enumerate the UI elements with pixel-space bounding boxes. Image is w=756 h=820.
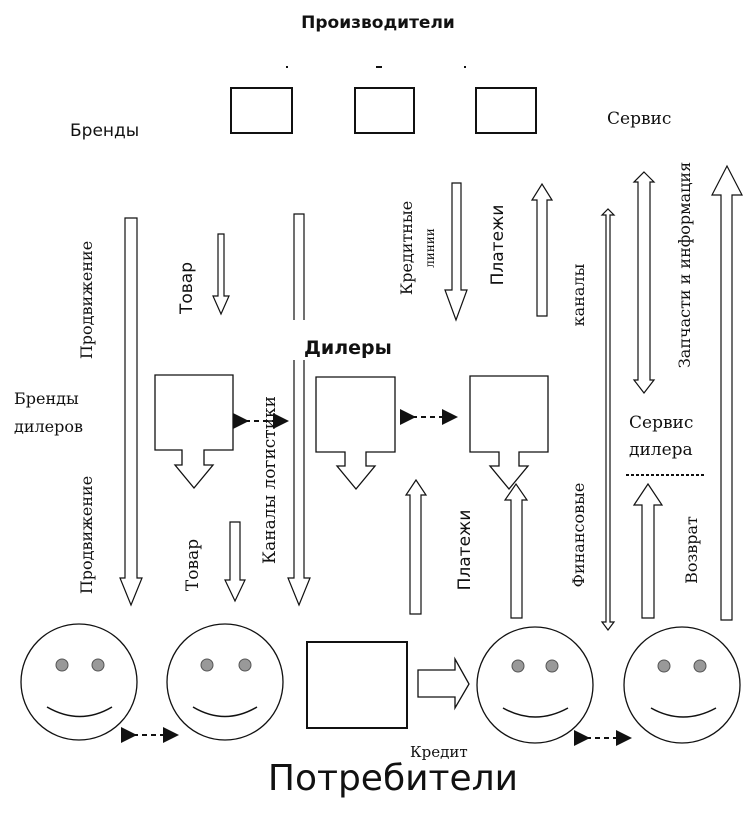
spare-parts-info-label: Запчасти и информация — [675, 162, 694, 368]
logistics-channels-label: Каналы логистики — [260, 396, 280, 564]
spare-parts-arrow — [632, 171, 656, 394]
payments-arrow-bottom-2 — [503, 482, 529, 619]
consumer-face-2 — [166, 623, 284, 741]
financial-channels-bottom-label: Финансовые — [569, 483, 588, 588]
dealers-label: Дилеры — [304, 337, 392, 359]
producer-box-3 — [475, 87, 537, 134]
payments-arrow-bottom-1 — [404, 478, 428, 615]
payments-bottom-label: Платежи — [455, 510, 475, 591]
credit-lines-arrow — [444, 182, 468, 322]
tick-mark — [286, 66, 288, 68]
dealer-brands-label-2: дилеров — [14, 417, 83, 436]
goods-top-label: Товар — [177, 262, 197, 315]
tick-mark — [464, 66, 466, 68]
promotion-bottom-label: Продвижение — [77, 476, 96, 594]
producer-box-2 — [354, 87, 415, 134]
credit-label: Кредит — [410, 743, 468, 761]
goods-arrow-bottom — [224, 521, 246, 603]
dealer-brands-label-1: Бренды — [14, 389, 79, 408]
credit-lines-label-1: Кредитные — [397, 201, 416, 295]
dealer-service-label-1: Сервис — [629, 413, 693, 433]
producer-box-1 — [230, 87, 293, 134]
goods-arrow-top — [212, 233, 230, 316]
return-arrow — [632, 482, 664, 619]
dealer-service-label-2: дилера — [629, 440, 693, 460]
tick-mark — [376, 66, 382, 68]
consumer-face-4 — [623, 626, 741, 744]
diagram-title: Производители — [301, 13, 455, 33]
financial-channels-top-label: каналы — [569, 263, 588, 326]
credit-box — [306, 641, 408, 729]
credit-lines-label-2: линии — [423, 228, 437, 268]
payments-top-label: Платежи — [488, 205, 508, 286]
logistics-gap — [282, 320, 312, 360]
promotion-top-label: Продвижение — [77, 241, 96, 359]
return-label: Возврат — [682, 516, 701, 584]
logistics-arrow — [287, 213, 311, 607]
dealer-box-2 — [315, 376, 396, 491]
brands-label: Бренды — [70, 121, 139, 141]
dealer-box-3 — [469, 375, 549, 491]
service-label: Сервис — [607, 109, 671, 129]
promotion-arrow — [119, 217, 143, 607]
consumer-face-3 — [476, 626, 594, 744]
payments-arrow-top — [530, 182, 554, 317]
consumers-label: Потребители — [268, 758, 518, 799]
dealer-box-1 — [154, 374, 234, 490]
goods-bottom-label: Товар — [183, 539, 203, 591]
consumer-face-1 — [20, 623, 138, 741]
return-long-arrow — [711, 164, 743, 621]
credit-arrow — [417, 656, 470, 711]
financial-channels-arrow — [600, 208, 616, 631]
